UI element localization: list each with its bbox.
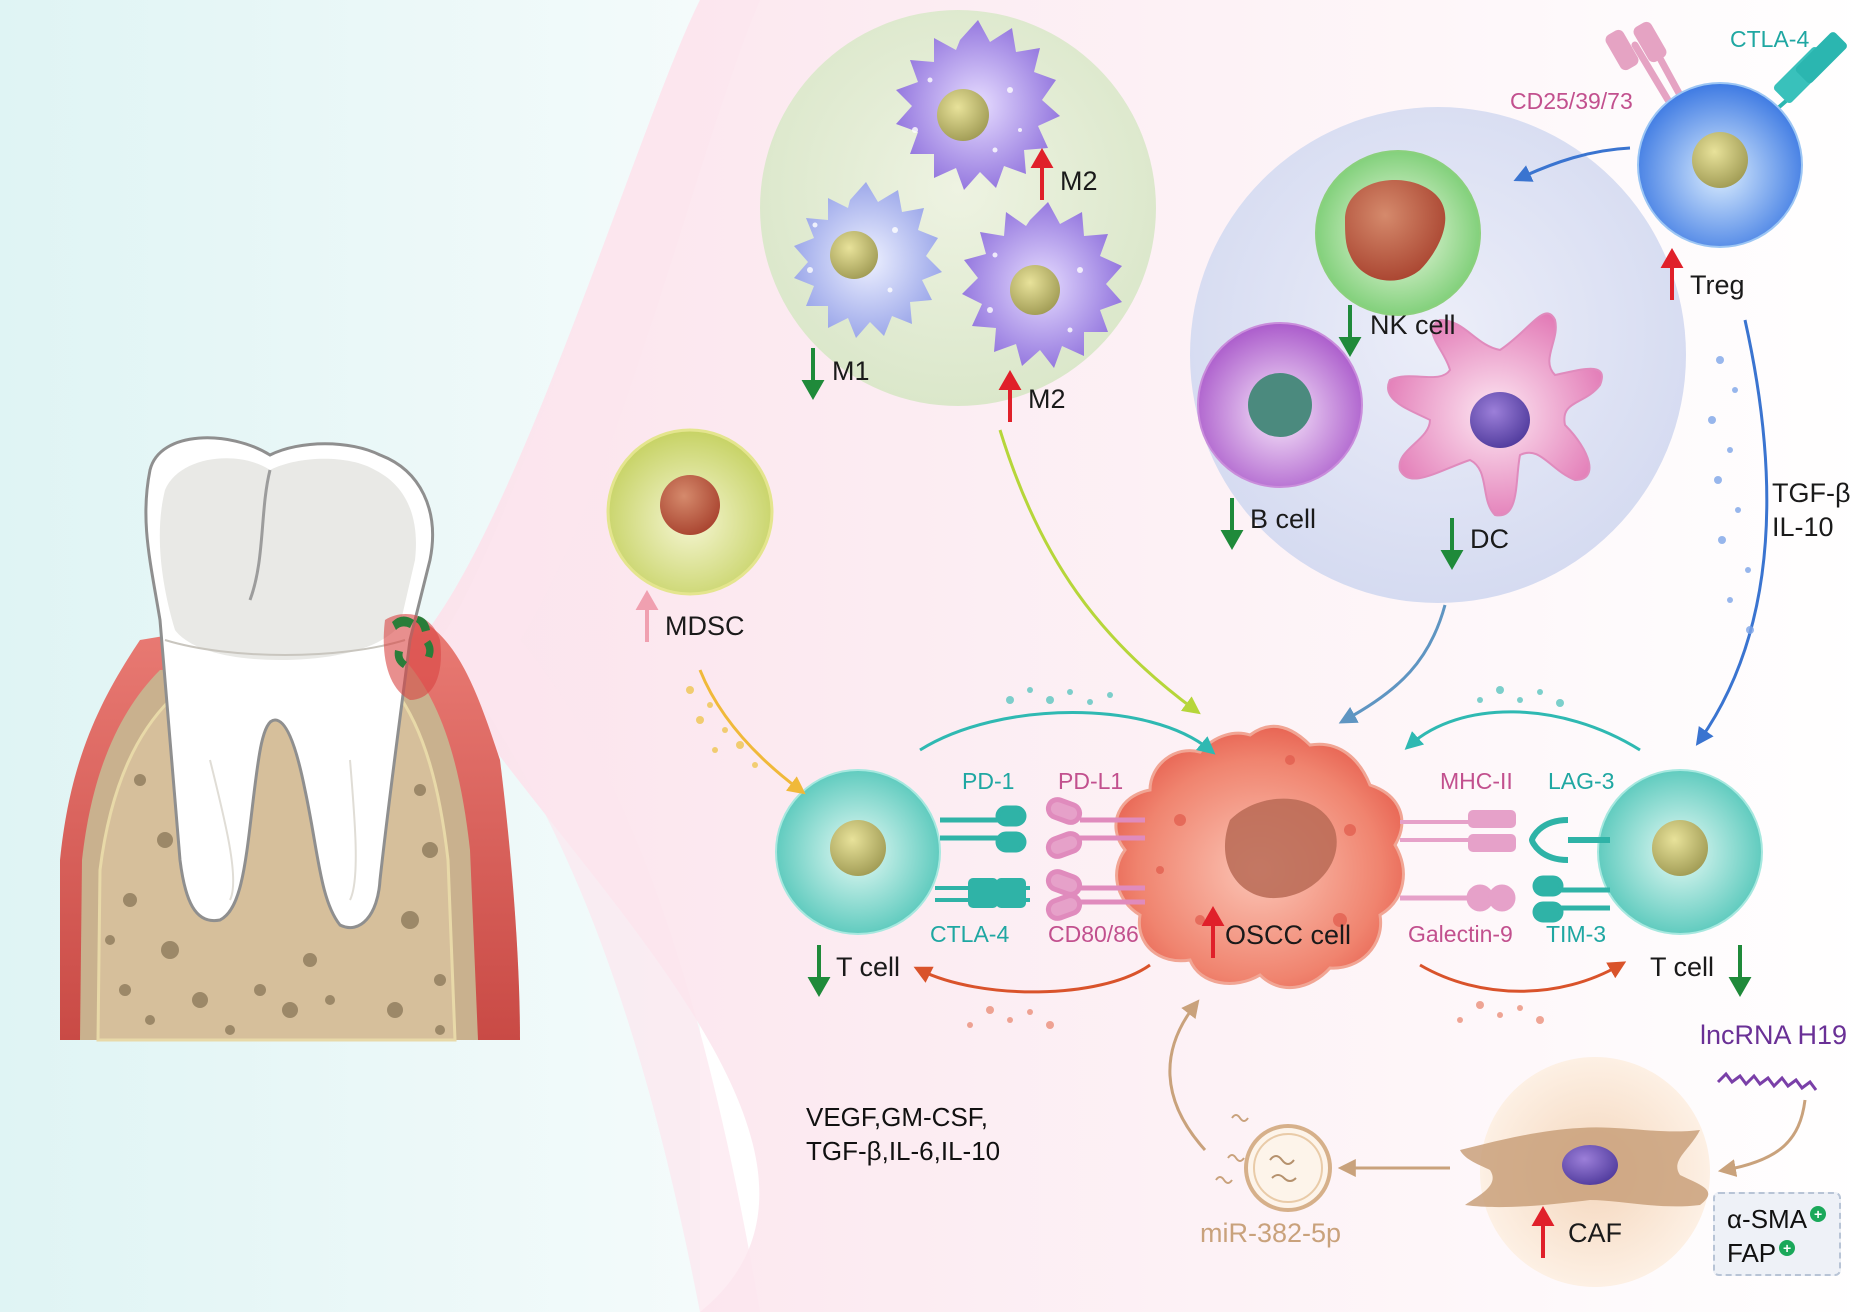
- label-il10: IL-10: [1772, 512, 1834, 542]
- cytokine-list: VEGF,GM-CSF, TGF-β,IL-6,IL-10: [806, 1100, 1000, 1168]
- label-lncrna: lncRNA H19: [1700, 1020, 1848, 1050]
- arrow-mdsc-tcell: [698, 669, 806, 795]
- dendritic-cell-icon: [1387, 312, 1603, 517]
- label-m2-bottom: M2: [1028, 384, 1066, 414]
- caf-cell-icon: [1460, 1127, 1709, 1208]
- cytokine-line-1: VEGF,GM-CSF,: [806, 1102, 989, 1132]
- label-mhc2: MHC-II: [1440, 768, 1513, 794]
- label-tcell-left: T cell: [836, 952, 901, 982]
- nk-cell-icon: [1315, 150, 1481, 316]
- label-galectin9: Galectin-9: [1408, 921, 1513, 947]
- arrow-lymphocyte-oscc: [1338, 604, 1447, 724]
- label-nk-cell: NK cell: [1370, 310, 1456, 340]
- label-lag3: LAG-3: [1548, 768, 1615, 794]
- t-cell-icon: [1597, 769, 1763, 935]
- tooth-icon: [60, 436, 520, 1042]
- up-arrow-icon: [635, 589, 659, 642]
- label-cd25: CD25/39/73: [1510, 88, 1633, 114]
- caf-markers-box: α-SMA+ FAP+: [1713, 1192, 1841, 1276]
- label-mdsc: MDSC: [665, 611, 745, 641]
- arrow-exosome-oscc: [1168, 999, 1207, 1152]
- label-ctla4-top: CTLA-4: [1730, 26, 1810, 52]
- mdsc-cell-icon: [606, 428, 774, 596]
- label-oscc: OSCC cell: [1225, 920, 1352, 950]
- arc-teal-left: [919, 711, 1216, 755]
- positive-icon: +: [1779, 1240, 1796, 1256]
- marker-fap: FAP+: [1727, 1238, 1796, 1269]
- positive-icon: +: [1810, 1206, 1827, 1222]
- receptor-mhc2: [1400, 810, 1516, 852]
- receptor-cd80: [1045, 869, 1145, 921]
- arrow-treg-nk: [1513, 146, 1631, 182]
- arrow-treg-tcell: [1695, 319, 1769, 746]
- label-m1: M1: [832, 356, 870, 386]
- label-b-cell: B cell: [1250, 504, 1317, 534]
- receptor-lag3: [1528, 817, 1610, 863]
- arrow-macrophage-oscc: [998, 429, 1201, 715]
- marker-fap-label: FAP: [1727, 1238, 1777, 1268]
- up-arrow-icon: [998, 147, 1684, 1258]
- down-arrow-icon: [801, 305, 1752, 998]
- label-pd1: PD-1: [962, 768, 1015, 794]
- arrow-lncrna-caf: [1717, 1099, 1807, 1177]
- label-pdl1: PD-L1: [1058, 768, 1124, 794]
- label-mirna: miR-382-5p: [1200, 1218, 1342, 1248]
- label-m2-top: M2: [1060, 166, 1098, 196]
- label-treg: Treg: [1690, 270, 1745, 300]
- arc-orange-left: [913, 963, 1151, 994]
- cytokine-line-2: TGF-β,IL-6,IL-10: [806, 1136, 1001, 1166]
- label-cd80: CD80/86: [1048, 921, 1139, 947]
- label-dc: DC: [1470, 524, 1509, 554]
- cytokine-dots-orange: [967, 1001, 1544, 1029]
- lncrna-squiggle: [1716, 1071, 1818, 1091]
- label-tim3: TIM-3: [1546, 921, 1607, 947]
- macrophage-icon: [794, 182, 942, 338]
- exosome-icon: [1215, 1114, 1332, 1212]
- t-cell-icon: [775, 769, 941, 935]
- treg-cell-icon: [1605, 21, 1847, 248]
- label-tgf: TGF-β: [1772, 478, 1851, 508]
- arc-teal-right: [1404, 710, 1641, 752]
- label-tcell-right: T cell: [1650, 952, 1715, 982]
- label-caf: CAF: [1568, 1218, 1622, 1248]
- oscc-cell-icon: [1114, 724, 1405, 990]
- receptor-galectin9: [1400, 884, 1516, 912]
- receptor-tim3: [1532, 875, 1610, 923]
- cytokine-dots: [1006, 686, 1564, 707]
- label-ctla4: CTLA-4: [930, 921, 1010, 947]
- macrophage-icon: [962, 202, 1122, 368]
- arc-orange-right: [1419, 961, 1627, 993]
- receptor-pdl1: [1045, 797, 1145, 859]
- marker-alpha-sma: α-SMA+: [1727, 1204, 1827, 1235]
- marker-alpha-sma-label: α-SMA: [1727, 1204, 1808, 1234]
- receptor-ctla4: [935, 878, 1030, 908]
- receptor-pd1: [940, 805, 1027, 853]
- macrophage-icon: [896, 20, 1060, 190]
- b-cell-icon: [1197, 322, 1363, 488]
